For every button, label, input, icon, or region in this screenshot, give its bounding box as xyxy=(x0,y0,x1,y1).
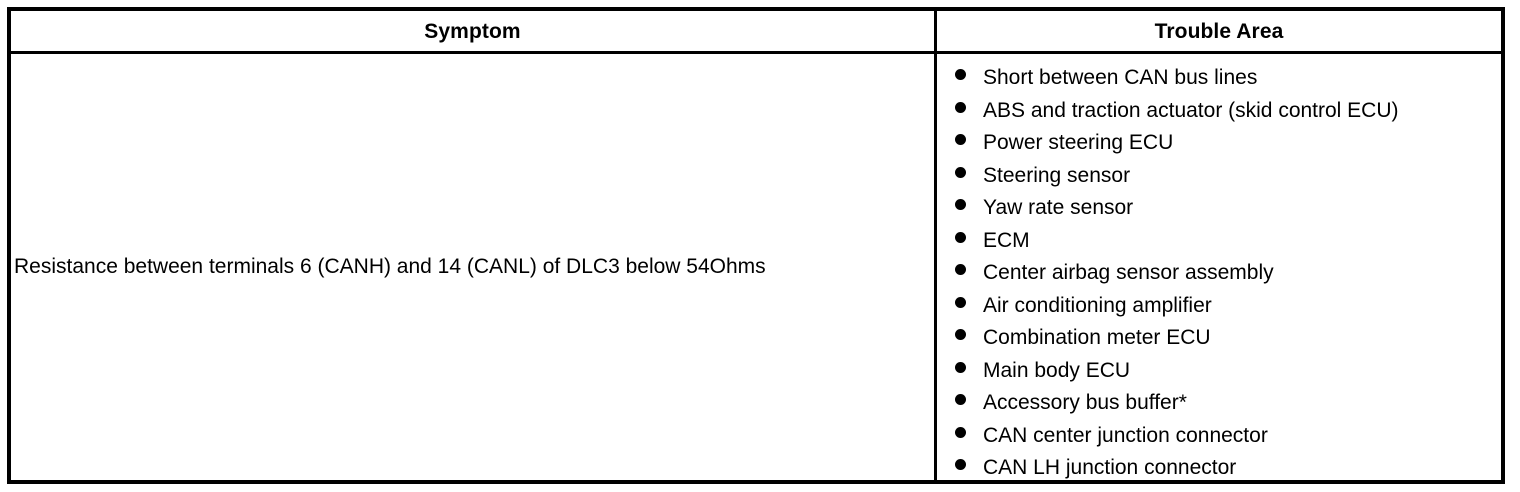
list-item: ECM xyxy=(955,225,1501,258)
bullet-icon xyxy=(955,426,966,438)
list-item: Combination meter ECU xyxy=(955,322,1501,355)
bullet-icon xyxy=(955,394,966,405)
bullet-icon xyxy=(955,101,966,113)
cell-symptom: Resistance between terminals 6 (CANH) an… xyxy=(11,54,937,480)
bullet-icon xyxy=(955,264,966,275)
list-item: Power steering ECU xyxy=(955,127,1501,160)
bullet-icon xyxy=(955,134,966,145)
bullet-icon xyxy=(955,329,966,340)
list-item: Main body ECU xyxy=(955,355,1501,388)
trouble-area-item-label: Combination meter ECU xyxy=(983,326,1211,349)
trouble-area-item-label: ECM xyxy=(983,228,1030,252)
list-item: ABS and traction actuator (skid control … xyxy=(955,95,1501,128)
symptom-text: Resistance between terminals 6 (CANH) an… xyxy=(14,254,766,278)
trouble-area-item-label: Steering sensor xyxy=(983,163,1131,187)
trouble-area-item-label: Power steering ECU xyxy=(983,131,1174,154)
list-item: Accessory bus buffer* xyxy=(955,387,1501,420)
diagnostic-trouble-table: Symptom Trouble Area Resistance between … xyxy=(7,7,1505,484)
column-header-trouble-area: Trouble Area xyxy=(1154,19,1284,43)
list-item: CAN center junction connector xyxy=(955,420,1501,453)
list-item: Short between CAN bus lines xyxy=(955,62,1501,95)
trouble-area-item-label: Short between CAN bus lines xyxy=(983,66,1258,89)
bullet-icon xyxy=(955,69,966,80)
list-item: CAN LH junction connector xyxy=(955,452,1501,485)
bullet-icon xyxy=(955,166,966,178)
trouble-area-item-label: CAN center junction connector xyxy=(983,423,1268,447)
list-item: Center airbag sensor assembly xyxy=(955,257,1501,290)
bullet-icon xyxy=(955,296,966,308)
trouble-area-item-label: ABS and traction actuator (skid control … xyxy=(983,98,1399,122)
list-item: Steering sensor xyxy=(955,160,1501,193)
table-body-row: Resistance between terminals 6 (CANH) an… xyxy=(11,54,1501,480)
table-header-row: Symptom Trouble Area xyxy=(11,11,1501,54)
bullet-icon xyxy=(955,231,966,243)
trouble-area-item-label: CAN LH junction connector xyxy=(983,456,1237,479)
trouble-area-item-label: Accessory bus buffer* xyxy=(983,391,1187,414)
bullet-icon xyxy=(955,459,966,470)
trouble-area-item-label: Center airbag sensor assembly xyxy=(983,261,1274,284)
column-header-symptom: Symptom xyxy=(11,11,937,51)
trouble-area-item-label: Yaw rate sensor xyxy=(983,196,1134,219)
bullet-icon xyxy=(955,361,966,373)
list-item: Yaw rate sensor xyxy=(955,192,1501,225)
bullet-icon xyxy=(955,199,966,210)
trouble-area-item-label: Main body ECU xyxy=(983,358,1131,382)
list-item: Air conditioning amplifier xyxy=(955,290,1501,323)
trouble-area-item-label: Air conditioning amplifier xyxy=(983,293,1212,317)
